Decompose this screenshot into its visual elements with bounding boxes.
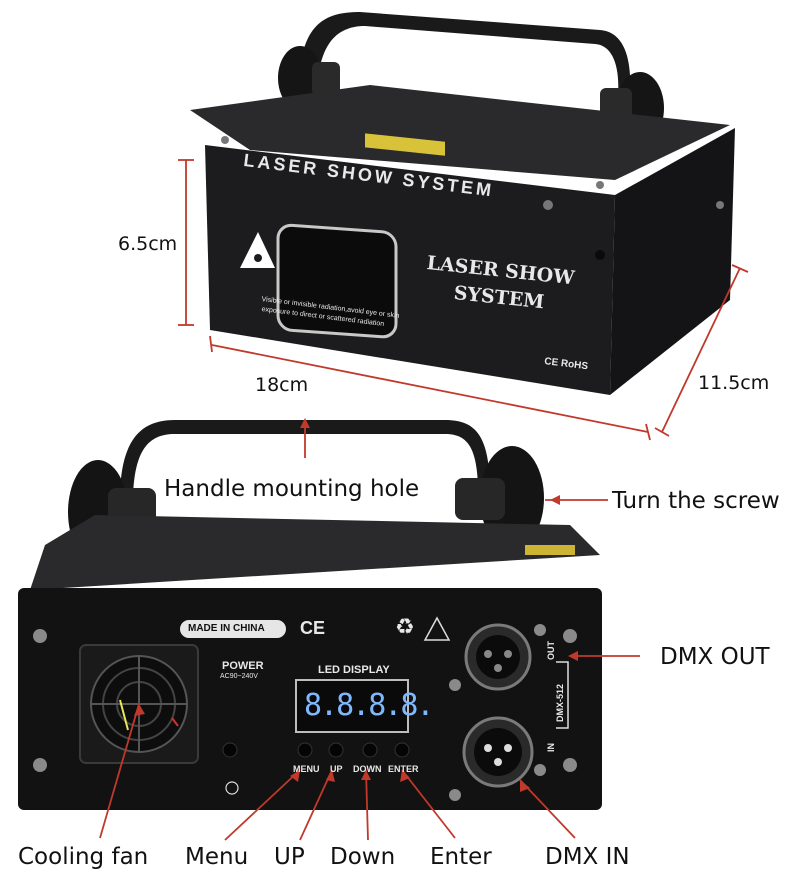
top-handle	[300, 12, 631, 95]
warning-triangle-icon	[423, 616, 451, 641]
led-display-label: LED DISPLAY	[318, 664, 390, 676]
callout-down: Down	[330, 844, 396, 870]
control-buttons	[297, 742, 410, 758]
made-in-china-badge: MADE IN CHINA	[180, 620, 286, 638]
power-rating: AC90~240V	[220, 673, 258, 680]
down-button	[362, 742, 378, 758]
dmx-in-connector	[462, 716, 534, 788]
recycle-icon: ♻	[395, 614, 415, 639]
callout-handle-hole: Handle mounting hole	[164, 476, 420, 502]
button-label-menu: MENU	[293, 764, 320, 774]
dimension-height: 6.5cm	[118, 233, 178, 255]
led-display-frame	[295, 679, 409, 733]
enter-button	[394, 742, 410, 758]
top-device-top-face	[190, 85, 730, 180]
rear-handle	[119, 420, 491, 510]
callout-dmx-out: DMX OUT	[660, 644, 770, 670]
callout-lines	[99, 422, 640, 841]
callout-dmx-in: DMX IN	[545, 844, 630, 870]
up-button	[328, 742, 344, 758]
laser-warning-triangle	[240, 232, 275, 268]
ground-symbol	[225, 781, 239, 795]
callout-up: UP	[274, 844, 305, 870]
dimension-height-line	[178, 159, 194, 326]
menu-button	[297, 742, 313, 758]
dimension-width: 18cm	[255, 374, 309, 396]
ce-mark: CE	[300, 618, 326, 638]
top-device-side-face	[610, 128, 735, 395]
button-label-down: DOWN	[353, 764, 382, 774]
made-in-china-text: MADE IN CHINA	[188, 623, 265, 634]
power-socket	[222, 742, 238, 758]
callout-turn-screw: Turn the screw	[612, 488, 780, 514]
power-label: POWER	[222, 660, 264, 672]
dmx-standard-label: DMX-512	[555, 683, 565, 722]
compliance-icons	[330, 620, 430, 638]
callout-enter: Enter	[430, 844, 492, 870]
callout-cooling-fan: Cooling fan	[18, 844, 149, 870]
laser-window	[276, 223, 398, 339]
dmx-in-label: IN	[546, 743, 556, 752]
button-label-up: UP	[330, 764, 343, 774]
callout-menu: Menu	[185, 844, 249, 870]
rear-device-top-face	[30, 515, 600, 590]
button-label-enter: ENTER	[388, 764, 419, 774]
top-yellow-label	[365, 133, 445, 156]
dimension-depth-line	[654, 264, 749, 437]
dmx-out-connector	[464, 623, 532, 691]
dimension-width-line	[209, 335, 651, 441]
led-digits: 8.8.8.8.	[304, 688, 434, 723]
dmx-out-label: OUT	[546, 641, 556, 660]
dimension-depth: 11.5cm	[698, 372, 770, 394]
